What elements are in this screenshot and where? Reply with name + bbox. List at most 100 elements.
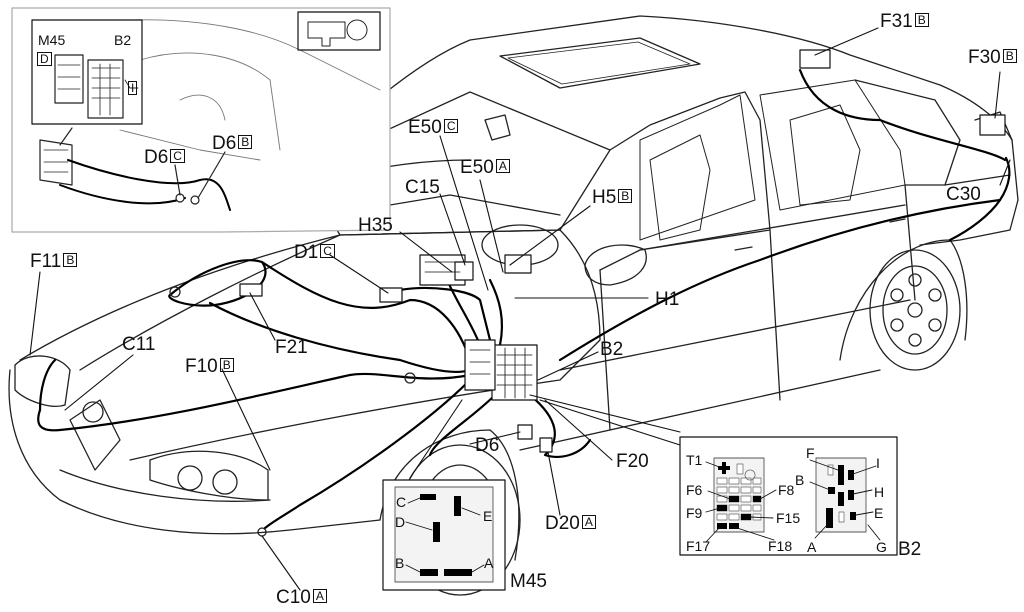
b2-fuse-f6 (729, 496, 739, 502)
b2-label-f8: F8 (778, 482, 795, 498)
b2-pin-b (828, 487, 835, 494)
label-h1: H1 (655, 289, 680, 310)
connector-f30 (979, 114, 1006, 136)
b2-label-a: A (807, 539, 817, 555)
label-f21: F21 (275, 337, 308, 358)
inset-harness (67, 159, 231, 211)
b2-label-e: E (874, 505, 884, 521)
inset-fusebox-b2 (87, 59, 124, 119)
m45-pin-c (420, 494, 436, 500)
harness-main-trunk (260, 260, 472, 362)
b2-label-f17: F17 (686, 538, 711, 554)
front-bumper (8, 369, 381, 535)
ground-point-f11 (169, 286, 181, 298)
ground-point-c11 (404, 372, 416, 384)
rear-seat (789, 104, 861, 206)
b2-label-f9: F9 (686, 505, 703, 521)
m45-label-a: A (484, 555, 494, 571)
steering-icon (346, 19, 368, 41)
label-d6: D6 (475, 435, 500, 456)
b2-detail-title: B2 (898, 539, 922, 560)
label-c30: C30 (946, 184, 981, 205)
b2-detail-box (679, 436, 898, 556)
b2-label-f18: F18 (768, 538, 793, 554)
left-headlight (14, 355, 71, 407)
m45-pin-d (433, 522, 440, 542)
b2-fuse-f17 (717, 523, 727, 529)
b2-pin-i (848, 470, 854, 480)
m45-label-d: D (395, 514, 406, 530)
connector-d20 (539, 437, 553, 453)
side-mirror-icon (584, 244, 647, 286)
inset-label-box (31, 19, 143, 125)
connector-e50 (504, 254, 532, 274)
b2-label-g: G (876, 539, 887, 555)
b2-fuse-t1 (718, 462, 730, 474)
b2-pin-h (848, 490, 854, 500)
sunroof-icon (499, 37, 701, 89)
b2-pin-a (826, 508, 833, 528)
harness-to-d20 (528, 393, 592, 458)
label-h35: H35 (358, 215, 393, 236)
connector-f31 (799, 49, 831, 69)
door-handle-front (734, 246, 753, 251)
label-c15: C15 (405, 177, 440, 198)
b2-pin-center (838, 492, 844, 506)
b2-label-b: B (795, 472, 805, 488)
inset-label-pin-i: I (128, 81, 138, 95)
front-side-window (639, 94, 756, 241)
connector-c15 (454, 261, 474, 281)
harness-front-loop (168, 259, 267, 307)
inset-label-b2: B2 (114, 32, 132, 48)
relay-m45 (464, 339, 496, 391)
door-line (599, 269, 611, 431)
b2-fuse-f18 (729, 523, 739, 529)
b2-label-f6: F6 (686, 482, 703, 498)
b2-fuse-f9 (717, 505, 727, 511)
inset-relay-m45 (54, 54, 84, 104)
b2-label-i: I (876, 455, 880, 471)
body-side-line (559, 299, 911, 371)
right-headlight (149, 450, 269, 501)
door-handle-rear (889, 218, 906, 223)
harness-to-rear (558, 156, 1011, 362)
m45-detail-box (382, 479, 506, 591)
b2-label-t1: T1 (686, 452, 703, 468)
m45-label-b: B (395, 555, 405, 571)
harness-left-front (37, 372, 472, 432)
m45-label-c: C (396, 494, 407, 510)
b2-label-f: F (806, 445, 815, 461)
wiring-harness (37, 68, 1011, 530)
m45-title: M45 (510, 571, 547, 592)
label-c11: C11 (122, 334, 156, 355)
badge-icon (82, 401, 104, 423)
grille-shield (69, 399, 121, 471)
label-b2: B2 (600, 339, 624, 360)
rearview-mirror-icon (484, 114, 511, 141)
rear-wheel-arch (839, 239, 968, 361)
front-seat (649, 134, 711, 241)
harness-roof (798, 68, 1007, 162)
rear-wheel-icon (869, 249, 961, 371)
m45-pin-b (420, 569, 438, 576)
b2-label-h: H (874, 484, 885, 500)
interior-inset (11, 7, 391, 233)
rear-side-window (759, 79, 906, 211)
harness-right-front (263, 378, 472, 530)
b2-fuse-f15 (741, 514, 751, 520)
inset-label-pin-d: D (37, 52, 52, 66)
b2-fuse-f8 (753, 496, 761, 502)
hood-outline (19, 229, 601, 461)
